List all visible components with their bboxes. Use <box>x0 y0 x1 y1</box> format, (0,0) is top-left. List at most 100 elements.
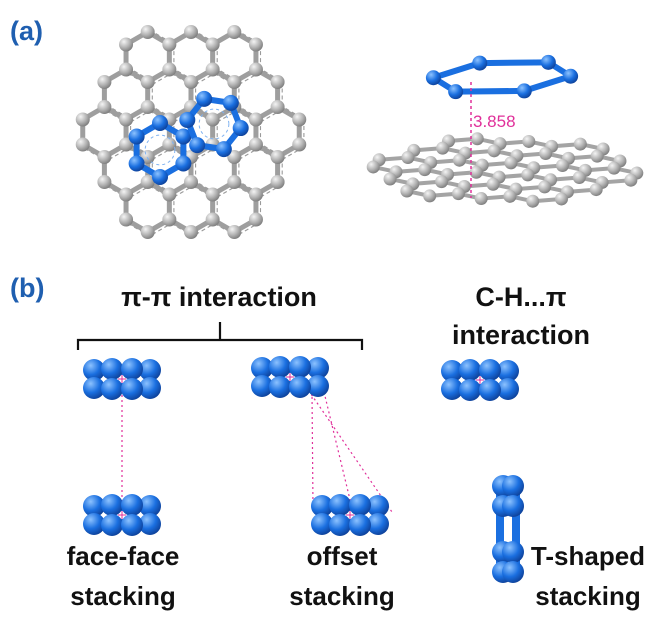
benzene-atom <box>441 378 463 400</box>
carbon-atom <box>248 112 263 127</box>
carbon-atom <box>184 25 198 39</box>
carbon-atom <box>470 132 484 146</box>
panel-b-label: (b) <box>10 273 44 303</box>
benzene-atom <box>497 378 519 400</box>
carbon-atom <box>119 212 134 227</box>
benzene-atom <box>232 120 249 137</box>
pi-pi-bracket <box>76 322 364 350</box>
benzene-atom <box>175 155 192 172</box>
offset-contact-line-1 <box>311 391 314 509</box>
benzene-atom <box>311 513 333 535</box>
face-face-upper-ring <box>83 358 161 400</box>
benzene-atom <box>83 513 105 535</box>
benzene-atom <box>289 376 311 398</box>
benzene-atom <box>152 169 168 185</box>
offset-lower-ring <box>311 494 389 536</box>
ch-pi-heading-line2: interaction <box>452 320 590 350</box>
benzene-atom <box>101 514 123 536</box>
carbon-atom <box>162 187 177 202</box>
carbon-atom <box>366 160 380 174</box>
benzene-atom <box>329 494 351 516</box>
benzene-atom <box>307 375 329 397</box>
benzene-atom <box>139 377 161 399</box>
benzene-atom <box>83 377 105 399</box>
carbon-atom <box>140 225 155 239</box>
carbon-atom <box>184 225 198 239</box>
carbon-atom <box>469 165 483 179</box>
benzene-atom <box>128 155 145 172</box>
graphene-sheet-side-view <box>366 132 644 208</box>
carbon-atom <box>504 156 518 170</box>
benzene-atom <box>472 55 488 71</box>
carbon-atom <box>97 175 112 189</box>
benzene-atom <box>128 128 145 145</box>
benzene-atom <box>139 495 161 517</box>
carbon-atom <box>205 187 220 202</box>
carbon-atom <box>555 159 569 173</box>
carbon-atom <box>423 189 437 203</box>
benzene-atom <box>101 494 123 516</box>
carbon-atom <box>248 187 263 202</box>
t-shaped-caption-line2: stacking <box>535 581 641 611</box>
carbon-atom <box>270 150 285 164</box>
benzene-atom <box>139 359 161 381</box>
benzene-atom <box>479 379 501 401</box>
carbon-atom <box>418 163 432 177</box>
carbon-atom <box>436 141 450 155</box>
carbon-atom <box>227 75 242 89</box>
benzene-atom <box>189 137 206 154</box>
carbon-atom <box>526 194 540 208</box>
graphene-sheet-top-view <box>75 25 307 239</box>
benzene-bond <box>452 87 528 95</box>
offset-caption-line2: stacking <box>289 581 395 611</box>
benzene-atom <box>425 70 441 86</box>
benzene-atom <box>269 356 291 378</box>
benzene-atom <box>367 495 389 517</box>
carbon-atom <box>589 183 603 197</box>
carbon-atom <box>292 112 307 127</box>
carbon-atom <box>452 153 466 167</box>
carbon-atom <box>451 187 465 201</box>
benzene-atom <box>121 358 143 380</box>
carbon-atom <box>227 150 242 164</box>
face-face-caption-line2: stacking <box>70 581 176 611</box>
panel-a-label: (a) <box>10 16 43 46</box>
carbon-atom <box>119 62 134 77</box>
benzene-atom <box>349 494 371 516</box>
carbon-atom <box>607 161 621 175</box>
benzene-dimer-top-view <box>128 90 249 185</box>
carbon-atom <box>205 112 220 127</box>
ch-pi-heading-line1: C-H...π <box>475 282 566 312</box>
carbon-atom <box>119 187 134 202</box>
distance-value: 3.858 <box>473 112 516 131</box>
benzene-atom <box>502 495 524 517</box>
carbon-atom <box>590 149 604 163</box>
face-face-lower-ring <box>83 494 161 536</box>
carbon-atom <box>119 137 134 152</box>
carbon-atom <box>140 25 155 39</box>
benzene-atom <box>101 358 123 380</box>
carbon-atom <box>162 137 177 152</box>
carbon-atom <box>227 25 242 39</box>
benzene-atom <box>307 357 329 379</box>
carbon-atom <box>184 75 198 89</box>
carbon-atom <box>205 62 220 77</box>
carbon-atom <box>538 180 552 194</box>
carbon-atom <box>292 137 307 152</box>
carbon-atom <box>119 112 134 127</box>
carbon-atom <box>554 192 568 206</box>
offset-contact-line-3 <box>299 377 393 513</box>
pi-pi-heading: π-π interaction <box>121 282 317 312</box>
benzene-bond <box>521 73 574 94</box>
benzene-atom <box>152 115 168 131</box>
t-shaped-caption-line1: T-shaped <box>531 541 645 571</box>
carbon-atom <box>248 62 263 77</box>
t-shaped-horizontal-ring <box>441 359 519 401</box>
carbon-atom <box>521 168 535 182</box>
benzene-atom <box>222 94 239 111</box>
benzene-atom <box>121 514 143 536</box>
benzene-atom <box>502 541 524 563</box>
benzene-atom <box>459 359 481 381</box>
benzene-atom <box>121 494 143 516</box>
